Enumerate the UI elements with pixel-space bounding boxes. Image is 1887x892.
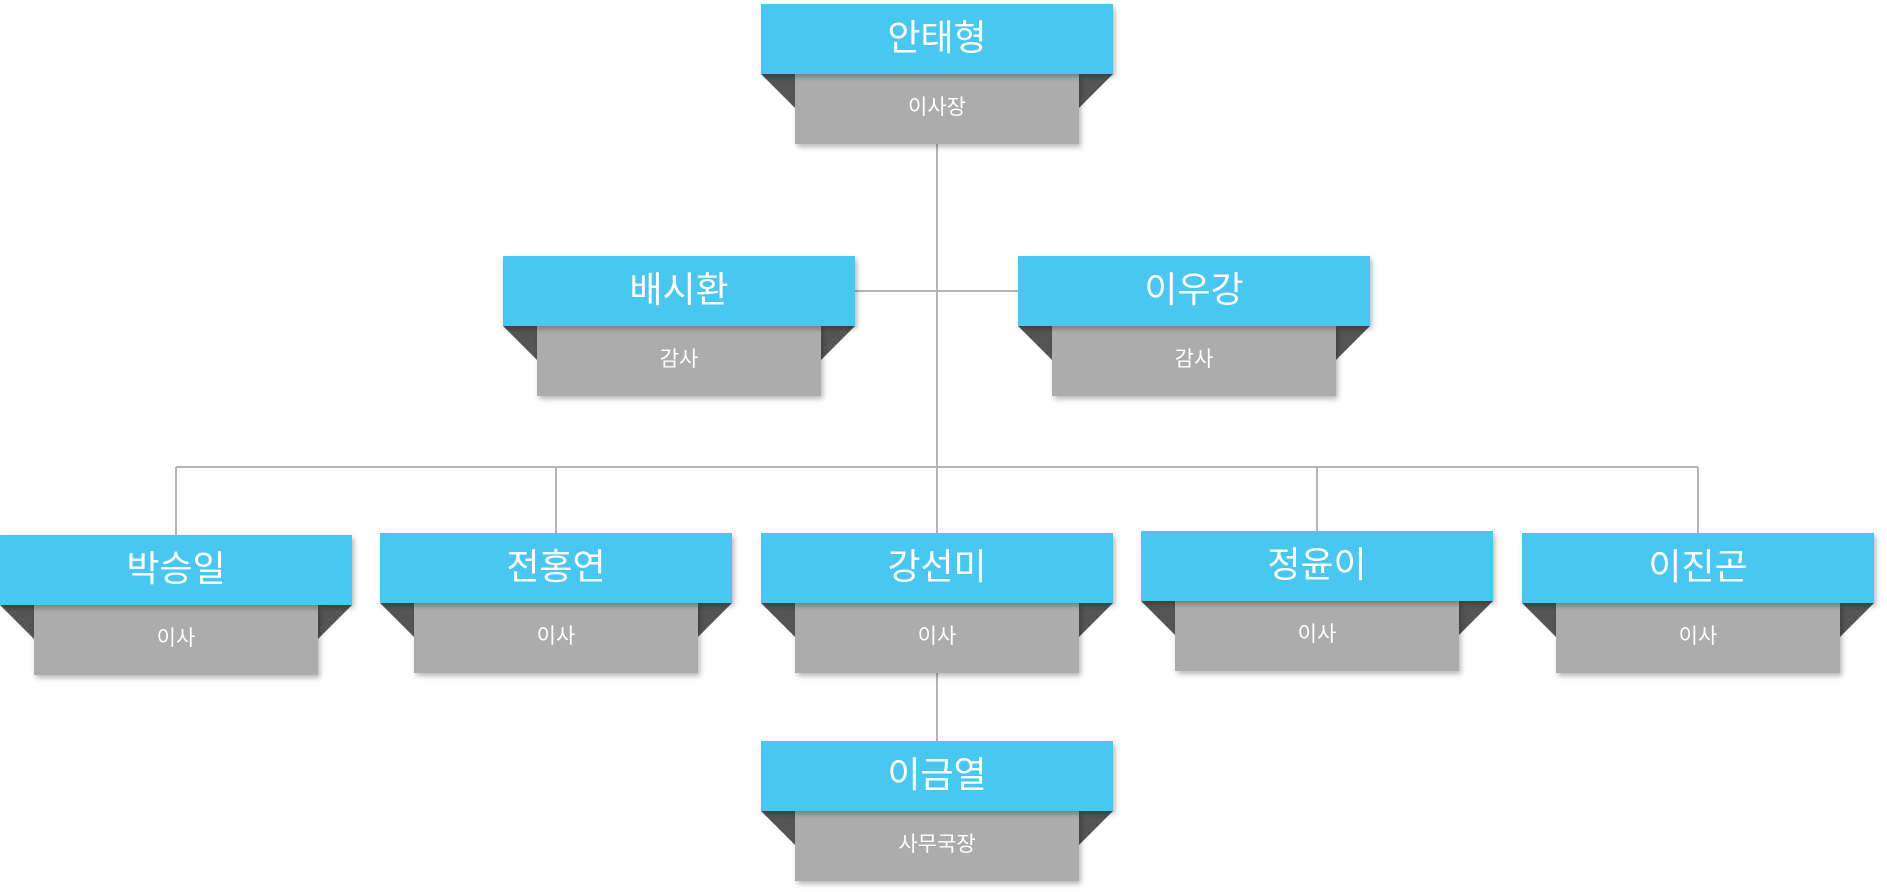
fold-left xyxy=(380,603,414,637)
node-name: 박승일 xyxy=(0,535,352,605)
node-name: 정윤이 xyxy=(1141,531,1493,601)
node-role: 이사 xyxy=(1556,603,1840,673)
node-director-2: 전홍연 이사 xyxy=(380,533,732,673)
node-role: 이사 xyxy=(1175,601,1459,671)
node-role: 감사 xyxy=(1052,326,1336,396)
node-role: 이사장 xyxy=(795,74,1079,144)
node-director-3: 강선미 이사 xyxy=(761,533,1113,673)
node-name: 강선미 xyxy=(761,533,1113,603)
fold-right xyxy=(1840,603,1874,637)
node-role: 이사 xyxy=(34,605,318,675)
fold-right xyxy=(318,605,352,639)
node-auditor-2: 이우강 감사 xyxy=(1018,256,1370,396)
node-director-5: 이진곤 이사 xyxy=(1522,533,1874,673)
fold-right xyxy=(1079,74,1113,108)
node-director-1: 박승일 이사 xyxy=(0,535,352,675)
fold-right xyxy=(1336,326,1370,360)
node-name: 이우강 xyxy=(1018,256,1370,326)
fold-left xyxy=(0,605,34,639)
node-name: 배시환 xyxy=(503,256,855,326)
fold-left xyxy=(761,603,795,637)
fold-left xyxy=(761,811,795,845)
node-auditor-1: 배시환 감사 xyxy=(503,256,855,396)
fold-left xyxy=(1018,326,1052,360)
node-name: 전홍연 xyxy=(380,533,732,603)
fold-right xyxy=(1079,603,1113,637)
fold-left xyxy=(1522,603,1556,637)
node-secretariat: 이금열 사무국장 xyxy=(761,741,1113,881)
node-role: 감사 xyxy=(537,326,821,396)
node-chair: 안태형 이사장 xyxy=(761,4,1113,144)
node-role: 이사 xyxy=(795,603,1079,673)
fold-left xyxy=(1141,601,1175,635)
node-role: 이사 xyxy=(414,603,698,673)
node-role: 사무국장 xyxy=(795,811,1079,881)
fold-right xyxy=(821,326,855,360)
fold-left xyxy=(761,74,795,108)
fold-left xyxy=(503,326,537,360)
node-name: 이진곤 xyxy=(1522,533,1874,603)
fold-right xyxy=(698,603,732,637)
node-name: 이금열 xyxy=(761,741,1113,811)
node-name: 안태형 xyxy=(761,4,1113,74)
fold-right xyxy=(1079,811,1113,845)
node-director-4: 정윤이 이사 xyxy=(1141,531,1493,671)
fold-right xyxy=(1459,601,1493,635)
